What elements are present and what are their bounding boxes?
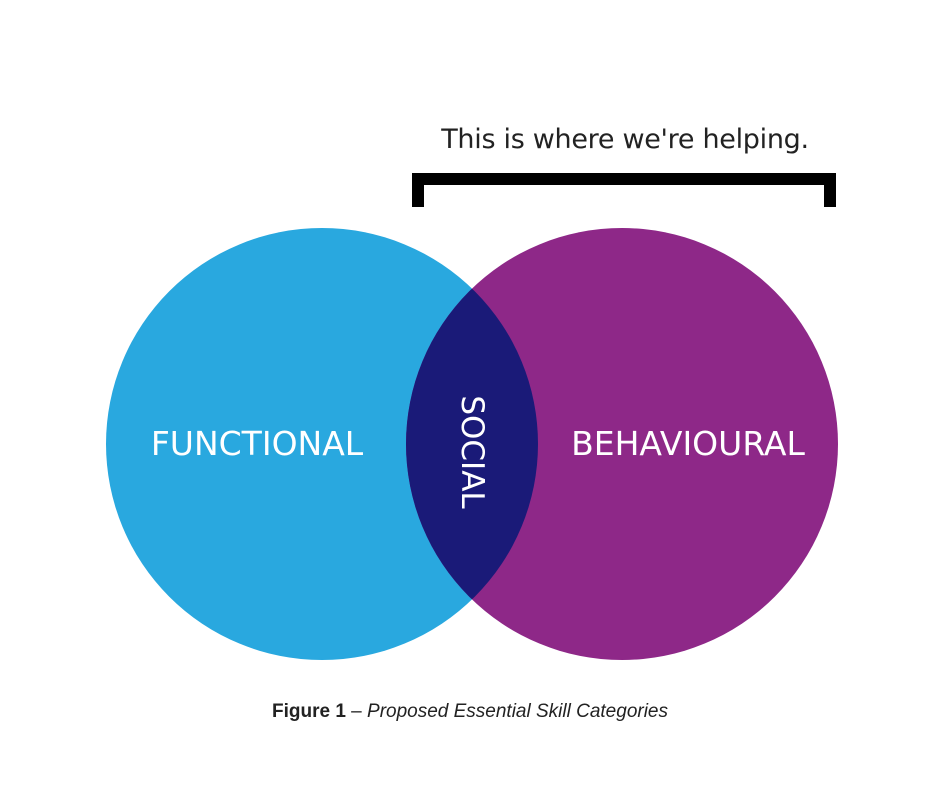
behavioural-label: BEHAVIOURAL [571,424,805,463]
headline: This is where we're helping. [441,124,809,155]
caption-separator: – [345,701,368,722]
functional-circle [106,228,538,660]
figure-title: Proposed Essential Skill Categories [367,701,669,722]
functional-label: FUNCTIONAL [151,424,364,463]
bracket-indicator [412,173,836,207]
figure-number: Figure 1 [271,701,346,722]
figure-caption: Figure 1 – Proposed Essential Skill Cate… [0,701,940,723]
behavioural-circle [406,228,838,660]
social-label: SOCIAL [454,395,490,509]
